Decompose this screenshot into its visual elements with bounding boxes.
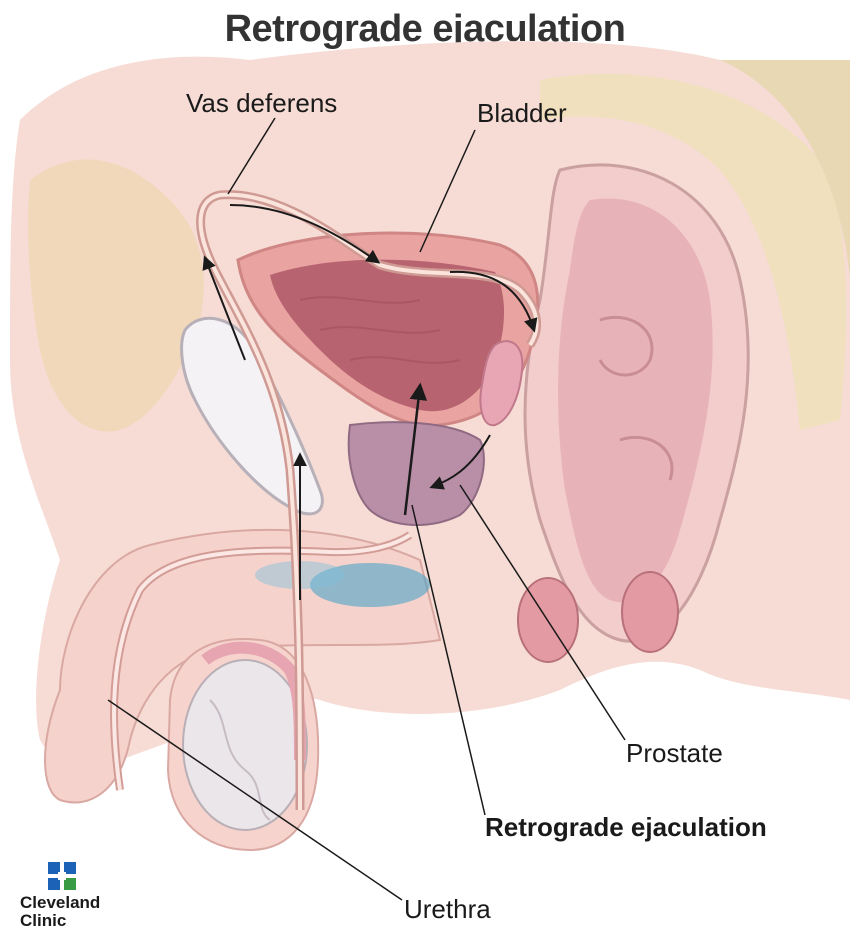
flow-arrow-4: [449, 270, 538, 333]
leader-retrograde: [411, 504, 486, 816]
flow-arrow-retrograde: [403, 382, 428, 516]
bladder-texture: [299, 296, 461, 364]
spine-outline: [720, 60, 850, 280]
pubic-tissue: [28, 159, 204, 432]
logo-text: Cleveland Clinic: [20, 894, 100, 930]
prostate: [347, 421, 485, 527]
label-vas-deferens: Vas deferens: [186, 88, 338, 118]
testis: [182, 659, 308, 831]
rectum-fold: [598, 315, 654, 377]
label-bladder: Bladder: [477, 98, 567, 128]
urethra-tube-inner: [112, 533, 412, 791]
leader-bladder: [419, 129, 476, 253]
testis-vein: [209, 699, 271, 821]
leader-urethra: [107, 699, 403, 901]
logo-line-1: Cleveland: [20, 893, 101, 912]
fat-layer: [540, 73, 846, 431]
label-prostate: Prostate: [626, 738, 723, 768]
rectum-inner: [558, 198, 713, 603]
label-urethra: Urethra: [404, 894, 491, 924]
seminal-vesicle: [479, 340, 524, 427]
logo-line-2: Clinic: [20, 911, 67, 930]
leader-vas-deferens: [227, 117, 276, 195]
rectum-fold-2: [619, 435, 674, 481]
flow-arrow-5: [429, 434, 491, 490]
sphincter-right: [621, 571, 679, 653]
leader-prostate: [459, 484, 626, 741]
cleveland-clinic-logo-icon: [48, 862, 76, 890]
label-retrograde-ejaculation: Retrograde ejaculation: [485, 812, 767, 842]
flow-arrow-3: [229, 204, 381, 264]
flow-arrow-2: [202, 255, 246, 361]
nerve-tissue: [310, 563, 430, 607]
